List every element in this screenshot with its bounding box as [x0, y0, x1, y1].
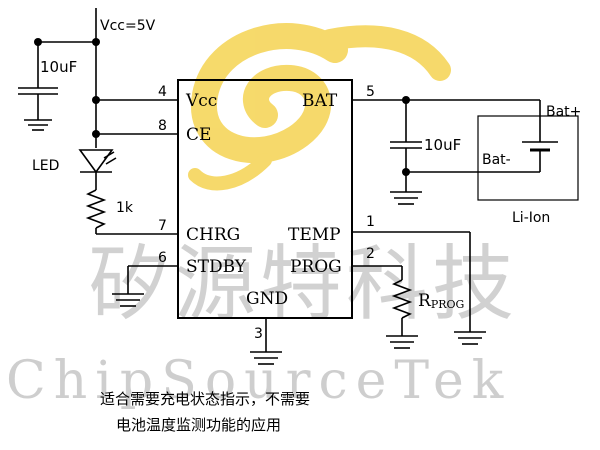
node-dot — [92, 38, 100, 46]
watermark-en: ChipSourceTek — [6, 351, 511, 411]
pin-prog-num: 2 — [366, 246, 375, 262]
pin-stdby-label: STDBY — [186, 257, 247, 277]
caption-line-1: 适合需要充电状态指示，不需要 — [100, 390, 310, 408]
pin-vcc-label: Vcc — [185, 91, 217, 111]
battery-minus-label: Bat- — [482, 152, 511, 168]
node-dot — [402, 168, 410, 176]
rprog-resistor — [352, 265, 418, 349]
battery-plus-label: Bat+ — [546, 104, 581, 120]
pin-chrg-num: 7 — [158, 218, 167, 234]
resistor-label: 1k — [116, 200, 134, 216]
caption-line-2: 电池温度监测功能的应用 — [116, 416, 281, 434]
bat-output — [352, 99, 540, 205]
battery-type-label: Li-Ion — [512, 210, 550, 226]
temp-ground — [352, 231, 486, 345]
node-dot — [402, 96, 410, 104]
pin-vcc-num: 4 — [158, 84, 167, 100]
pin-gnd-label: GND — [246, 289, 288, 309]
pin-temp-num: 1 — [366, 214, 375, 230]
vcc-rail — [18, 8, 178, 148]
resistor-1k — [85, 189, 178, 235]
pin-stdby-num: 6 — [158, 250, 167, 266]
pin-temp-label: TEMP — [288, 225, 341, 245]
led-symbol — [78, 149, 117, 190]
cap-in-label: 10uF — [40, 58, 77, 76]
node-dot — [34, 38, 42, 46]
ic-body — [177, 79, 353, 319]
supply-label: Vcc=5V — [100, 18, 156, 34]
cap-out-label: 10uF — [424, 136, 461, 154]
led-label: LED — [32, 158, 59, 174]
pin-bat-label: BAT — [302, 91, 338, 111]
battery-symbol — [477, 100, 579, 201]
node-dot — [92, 96, 100, 104]
pin-ce-num: 8 — [158, 118, 167, 134]
pin-bat-num: 5 — [366, 84, 375, 100]
pin-prog-label: PROG — [290, 257, 342, 277]
pin-ce-label: CE — [186, 125, 211, 145]
rprog-label: RPROG — [418, 291, 464, 311]
stdby-ground — [112, 265, 178, 307]
watermark-cn: 矽源特科技 — [88, 237, 518, 332]
ic-ground — [250, 318, 282, 365]
pin-chrg-label: CHRG — [186, 225, 240, 245]
node-dot — [92, 130, 100, 138]
pin-gnd-num: 3 — [254, 326, 263, 342]
logo-watermark — [188, 23, 451, 191]
